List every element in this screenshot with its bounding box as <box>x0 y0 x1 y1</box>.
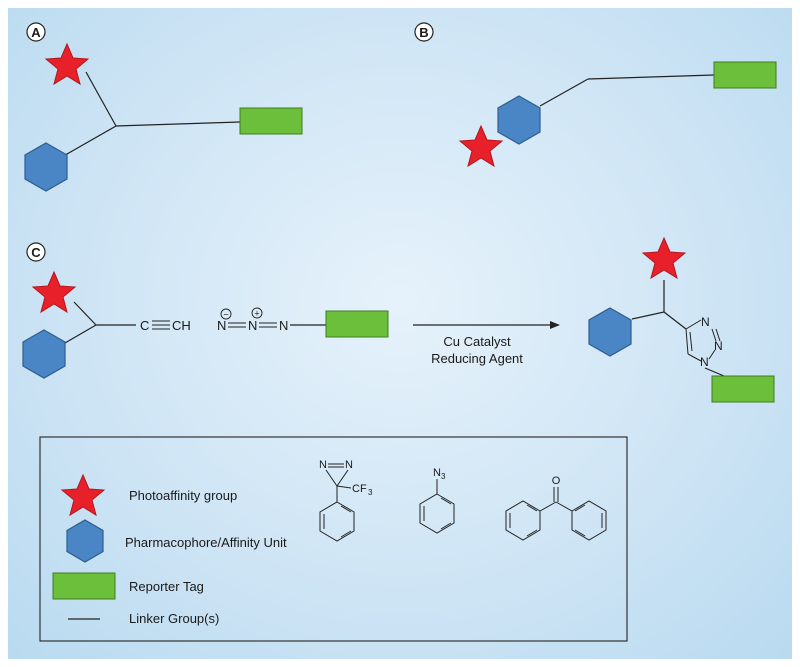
triazole-bond <box>685 319 702 330</box>
panel-b-label: B <box>419 25 428 40</box>
triazole-bond <box>689 331 693 352</box>
aryl-azide-structure: N 3 <box>419 467 455 534</box>
triazole-n-bottom: N <box>700 355 709 369</box>
benzene-ring-right <box>571 500 607 541</box>
triazole-n-mid: N <box>714 339 723 353</box>
benzene-double-bond <box>440 522 452 530</box>
phenyl-bond <box>555 501 573 512</box>
legend-hexagon-icon <box>66 519 104 563</box>
linker-line <box>663 311 687 330</box>
panel-c-label: C <box>31 245 41 260</box>
panel-b: B <box>414 22 777 168</box>
benzene-ring <box>419 493 455 534</box>
photoaffinity-star <box>44 42 90 86</box>
diazirine-cn-bond <box>336 469 349 487</box>
photoaffinity-star <box>458 124 504 168</box>
benzene-double-bond <box>440 497 452 505</box>
aryl-azide-n-label: N <box>433 467 441 479</box>
benzene-double-bond <box>526 504 538 512</box>
benzene-double-bond <box>526 529 538 537</box>
diazirine-structure: N N CF 3 <box>319 459 373 542</box>
panel-b-badge <box>414 22 434 42</box>
plus-charge-circle <box>251 307 263 319</box>
benzene-ring-left <box>505 500 541 541</box>
reaction-arrowhead <box>550 321 560 329</box>
benzene-double-bond <box>574 504 586 512</box>
linker-line <box>704 367 725 377</box>
legend-linker-label: Linker Group(s) <box>129 611 219 626</box>
linker-line <box>85 71 117 127</box>
legend-tag-icon <box>52 572 116 600</box>
alkyne-ch-group: CH <box>172 318 191 333</box>
aryl-azide-subscript: 3 <box>441 472 446 481</box>
linker-line <box>539 78 589 107</box>
panel-c: C C CH − N + N N <box>22 236 775 403</box>
reporter-tag <box>325 310 389 338</box>
triazole-bond <box>687 353 702 362</box>
linker-line <box>631 311 665 320</box>
panel-a: A <box>24 22 303 192</box>
legend-pharmacophore-label: Pharmacophore/Affinity Unit <box>125 535 287 550</box>
triazole-ring: N N N <box>685 315 723 369</box>
linker-line <box>587 74 715 80</box>
triazole-n-top: N <box>701 315 710 329</box>
azide-n3-atom: N <box>279 318 288 333</box>
benzene-double-bond <box>340 505 352 513</box>
panel-a-label: A <box>31 25 41 40</box>
azide-n1-atom: N <box>217 318 226 333</box>
benzene-double-bond <box>340 530 352 538</box>
diazirine-cn-bond <box>325 469 338 487</box>
reducing-agent-label: Reducing Agent <box>431 351 523 366</box>
photoaffinity-star <box>31 270 77 314</box>
phenyl-bond <box>539 501 557 512</box>
triazole-bond <box>715 328 721 342</box>
background-panel <box>8 8 792 659</box>
cf3-bond <box>336 485 352 489</box>
linker-line <box>115 121 241 127</box>
reporter-tag <box>239 107 303 135</box>
minus-charge-circle <box>220 308 232 320</box>
linker-line <box>64 324 97 344</box>
azide-n2-atom: N <box>248 318 257 333</box>
catalyst-label: Cu Catalyst <box>443 334 511 349</box>
linker-line <box>73 301 97 326</box>
benzene-double-bond <box>574 529 586 537</box>
diazirine-n-left: N <box>319 459 327 471</box>
legend-border <box>39 436 628 642</box>
triazole-bond <box>685 328 689 355</box>
panel-c-badge <box>26 242 46 262</box>
legend-reporter-label: Reporter Tag <box>129 579 204 594</box>
reporter-tag <box>713 61 777 89</box>
benzophenone-o-label: O <box>552 475 561 487</box>
alkyne-c-atom: C <box>140 318 149 333</box>
cf3-subscript: 3 <box>368 488 373 497</box>
pharmacophore-hexagon <box>588 307 632 357</box>
pharmacophore-hexagon <box>24 142 68 192</box>
triazole-bond <box>711 328 717 342</box>
pharmacophore-hexagon <box>497 95 541 145</box>
plus-charge-sign: + <box>254 309 259 319</box>
benzene-ring <box>319 501 355 542</box>
legend-photoaffinity-label: Photoaffinity group <box>129 488 237 503</box>
photoaffinity-star <box>641 236 687 280</box>
pharmacophore-hexagon <box>22 329 66 379</box>
linker-line <box>59 125 117 159</box>
minus-charge-sign: − <box>223 310 228 320</box>
diazirine-n-right: N <box>345 459 353 471</box>
benzophenone-structure: O <box>505 475 607 541</box>
legend-box: Photoaffinity group Pharmacophore/Affini… <box>39 436 628 642</box>
triazole-bond <box>708 349 716 360</box>
cf3-label: CF <box>352 483 367 495</box>
panel-a-badge <box>26 22 46 42</box>
reporter-tag <box>711 375 775 403</box>
legend-star-icon <box>60 473 106 517</box>
